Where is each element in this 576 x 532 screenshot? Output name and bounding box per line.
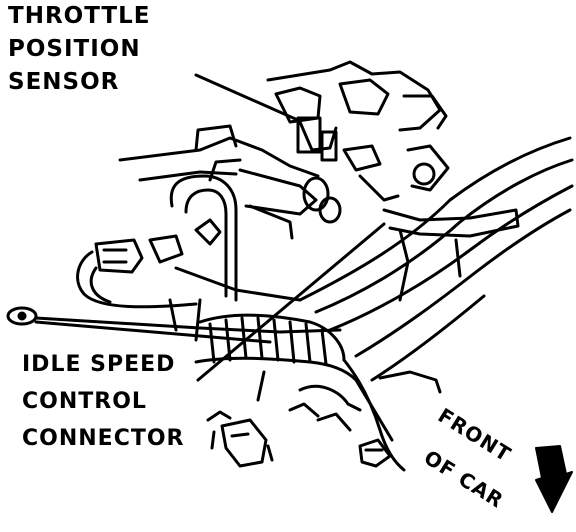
- intake-manifold: [118, 124, 342, 302]
- isc-line-1: IDLE SPEED: [22, 352, 176, 377]
- left-sensor-connector: [76, 238, 198, 309]
- tps-line-1: THROTTLE: [8, 3, 151, 29]
- tps-leader-line: [194, 73, 302, 123]
- cables-to-front: [298, 136, 574, 382]
- throttle-body: [266, 60, 450, 202]
- tps-line-2: POSITION: [8, 36, 141, 62]
- ground-strap: [6, 306, 342, 344]
- tps-line-3: SENSOR: [8, 69, 120, 95]
- wire-harness: [194, 313, 406, 472]
- isc-line-2: CONTROL: [22, 389, 147, 414]
- throttle-position-sensor-label: THROTTLE POSITION SENSOR: [8, 0, 150, 99]
- idle-speed-control-connector-label: IDLE SPEED CONTROL CONNECTOR: [22, 346, 185, 457]
- front-arrow-icon: [535, 445, 573, 513]
- lower-fittings: [168, 298, 442, 468]
- isc-line-3: CONNECTOR: [22, 426, 185, 451]
